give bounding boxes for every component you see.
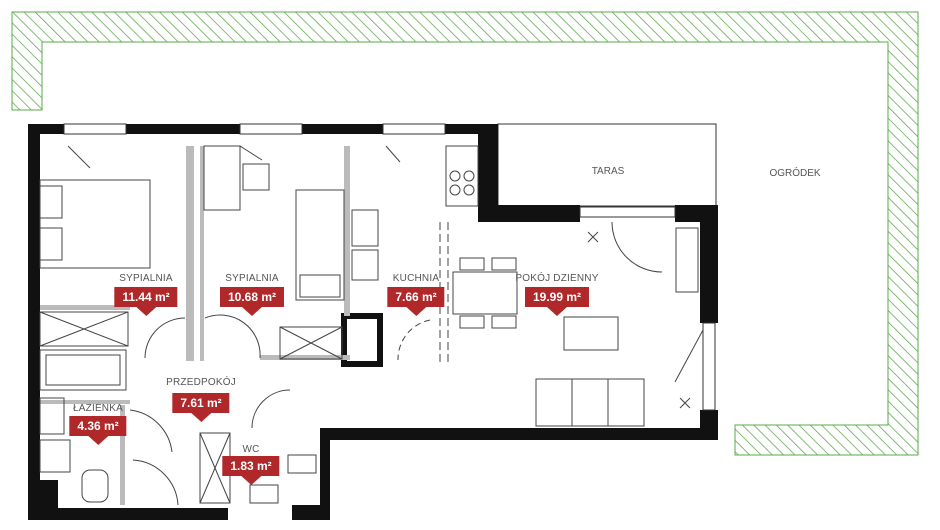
room-name: KUCHNIA — [392, 273, 440, 284]
room-name: ŁAZIENKA — [73, 403, 123, 414]
room-area-tag: 1.83 m² — [222, 456, 280, 485]
terrace — [497, 123, 717, 207]
room-name: SYPIALNIA — [119, 273, 173, 284]
room-area-tag: 10.68 m² — [219, 287, 285, 316]
room-area-tag: 7.61 m² — [172, 393, 230, 422]
room-name: PRZEDPOKÓJ — [166, 377, 236, 388]
room-area-tag: 4.36 m² — [69, 416, 127, 445]
room-name: POKÓJ DZIENNY — [515, 273, 599, 284]
room-name: WC — [242, 444, 260, 455]
room-area-tag: 7.66 m² — [387, 287, 445, 316]
garden-label: OGRÓDEK — [769, 168, 821, 179]
terrace-label: TARAS — [591, 166, 625, 177]
garden-border — [11, 11, 919, 456]
room-area-tag: 19.99 m² — [524, 287, 590, 316]
room-area-tag: 11.44 m² — [114, 287, 178, 316]
room-name: SYPIALNIA — [225, 273, 279, 284]
